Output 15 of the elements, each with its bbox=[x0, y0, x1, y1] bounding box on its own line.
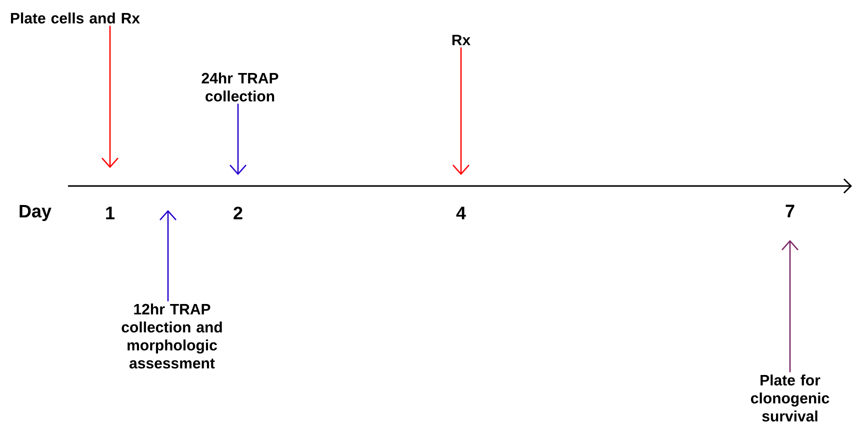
day-number: 1 bbox=[106, 206, 115, 220]
arrow bbox=[230, 104, 246, 175]
event-label: Rx bbox=[452, 34, 470, 46]
day-number: 2 bbox=[234, 206, 242, 220]
event-label: Plate cells and Rx bbox=[10, 12, 140, 24]
event-label: 12hr TRAP collection and morphologic assessment bbox=[122, 304, 222, 368]
arrow bbox=[782, 240, 798, 372]
arrow bbox=[160, 210, 176, 302]
axis-title: Day bbox=[20, 204, 52, 222]
day-number: 4 bbox=[456, 206, 466, 220]
event-label: 24hr TRAP collection bbox=[202, 72, 278, 102]
event-label: Plate for clonogenic survival bbox=[751, 374, 830, 422]
arrow bbox=[102, 26, 118, 168]
arrow bbox=[452, 47, 470, 175]
day-number: 7 bbox=[786, 204, 794, 218]
